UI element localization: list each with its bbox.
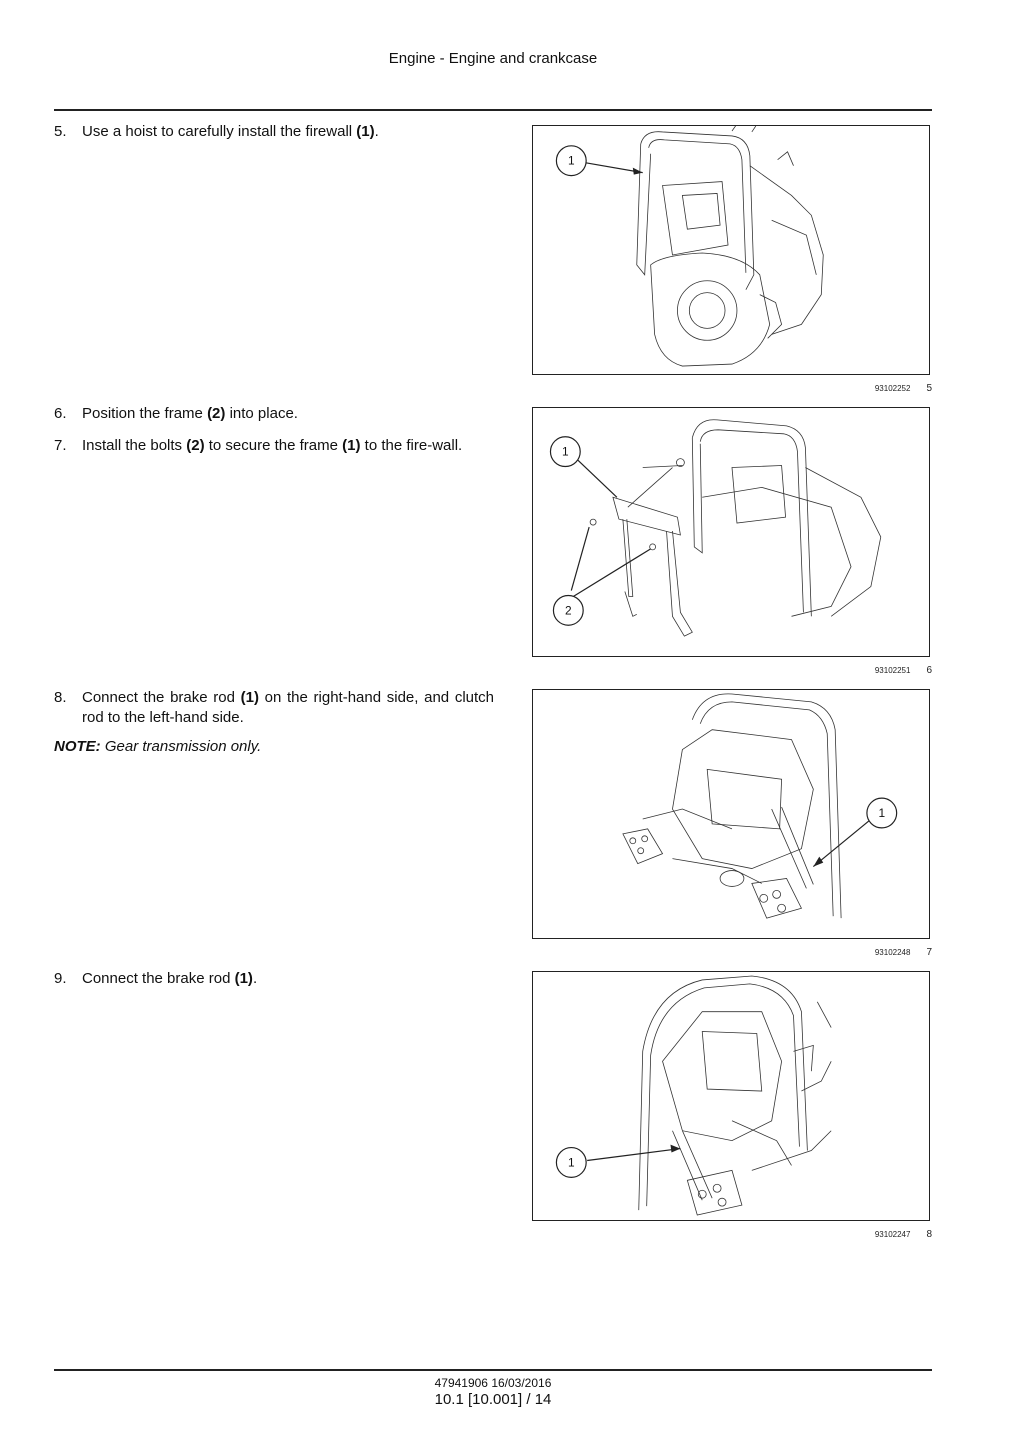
step-number: 8. [54,689,67,706]
figure-code: 93102252 [874,384,911,393]
step-7: 7. Install the bolts (2) to secure the f… [54,436,494,456]
callout-circle [555,145,587,177]
step-text: Connect the brake rod (1) on the right-h… [82,689,494,726]
footer-page-number: 10.1 [10.001] / 14 [434,1391,552,1408]
figure-code: 93102247 [874,1230,911,1239]
frame-drawing: 1 2 [549,419,882,637]
callout-leader [587,1147,681,1162]
figure-caption: 93102251 6 [532,665,932,676]
step-5: 5. Use a hoist to carefully install the … [54,122,494,142]
brake-rod-drawing: 1 [555,975,832,1216]
callout-leader [585,162,643,174]
callout-label: 2 [565,603,572,617]
footer-divider [54,1369,932,1371]
figure-8-brake-rod-illustration: 1 [532,971,930,1221]
figure-number: 8 [926,1229,932,1240]
figure-7-brake-clutch-rod-illustration: 1 [532,689,930,939]
figure-5-firewall-illustration: 1 [532,125,930,375]
page-header-title: Engine - Engine and crankcase [388,50,598,67]
callout-label: 1 [878,806,885,820]
step-6: 6. Position the frame (2) into place. [54,404,494,424]
brake-clutch-drawing: 1 [622,693,898,919]
note-label: NOTE: [54,738,101,755]
step-text: Use a hoist to carefully install the fir… [82,123,379,140]
callout-leader [572,548,651,597]
step-number: 9. [54,970,67,987]
header-divider [54,109,932,111]
step-number: 7. [54,437,67,454]
figure-caption: 93102247 8 [532,1229,932,1240]
note: NOTE: Gear transmission only. [54,738,494,755]
callout-leader [812,820,870,868]
callout-label: 1 [568,1155,575,1169]
callout-circle [555,1146,587,1178]
callout-circle [552,594,584,626]
step-number: 5. [54,123,67,140]
callout-circle [866,797,898,829]
figure-caption: 93102252 5 [532,383,932,394]
figure-number: 5 [926,383,932,394]
callout-circle [549,436,581,468]
step-text: Install the bolts (2) to secure the fram… [82,437,463,454]
step-8: 8. Connect the brake rod (1) on the righ… [54,688,494,728]
callout-leader [576,459,618,498]
figure-code: 93102248 [874,948,911,957]
figure-number: 7 [926,947,932,958]
step-number: 6. [54,405,67,422]
step-text: Connect the brake rod (1). [82,970,258,987]
figure-6-frame-illustration: 1 2 [532,407,930,657]
figure-number: 6 [926,665,932,676]
figure-code: 93102251 [874,666,911,675]
callout-label: 1 [568,154,575,168]
step-9: 9. Connect the brake rod (1). [54,969,494,989]
footer-document-id: 47941906 16/03/2016 [434,1376,552,1390]
figure-caption: 93102248 7 [532,947,932,958]
step-text: Position the frame (2) into place. [82,405,298,422]
note-text: Gear transmission only. [100,738,262,755]
callout-leader [570,526,590,591]
callout-label: 1 [562,445,569,459]
firewall-drawing: 1 [555,126,824,367]
